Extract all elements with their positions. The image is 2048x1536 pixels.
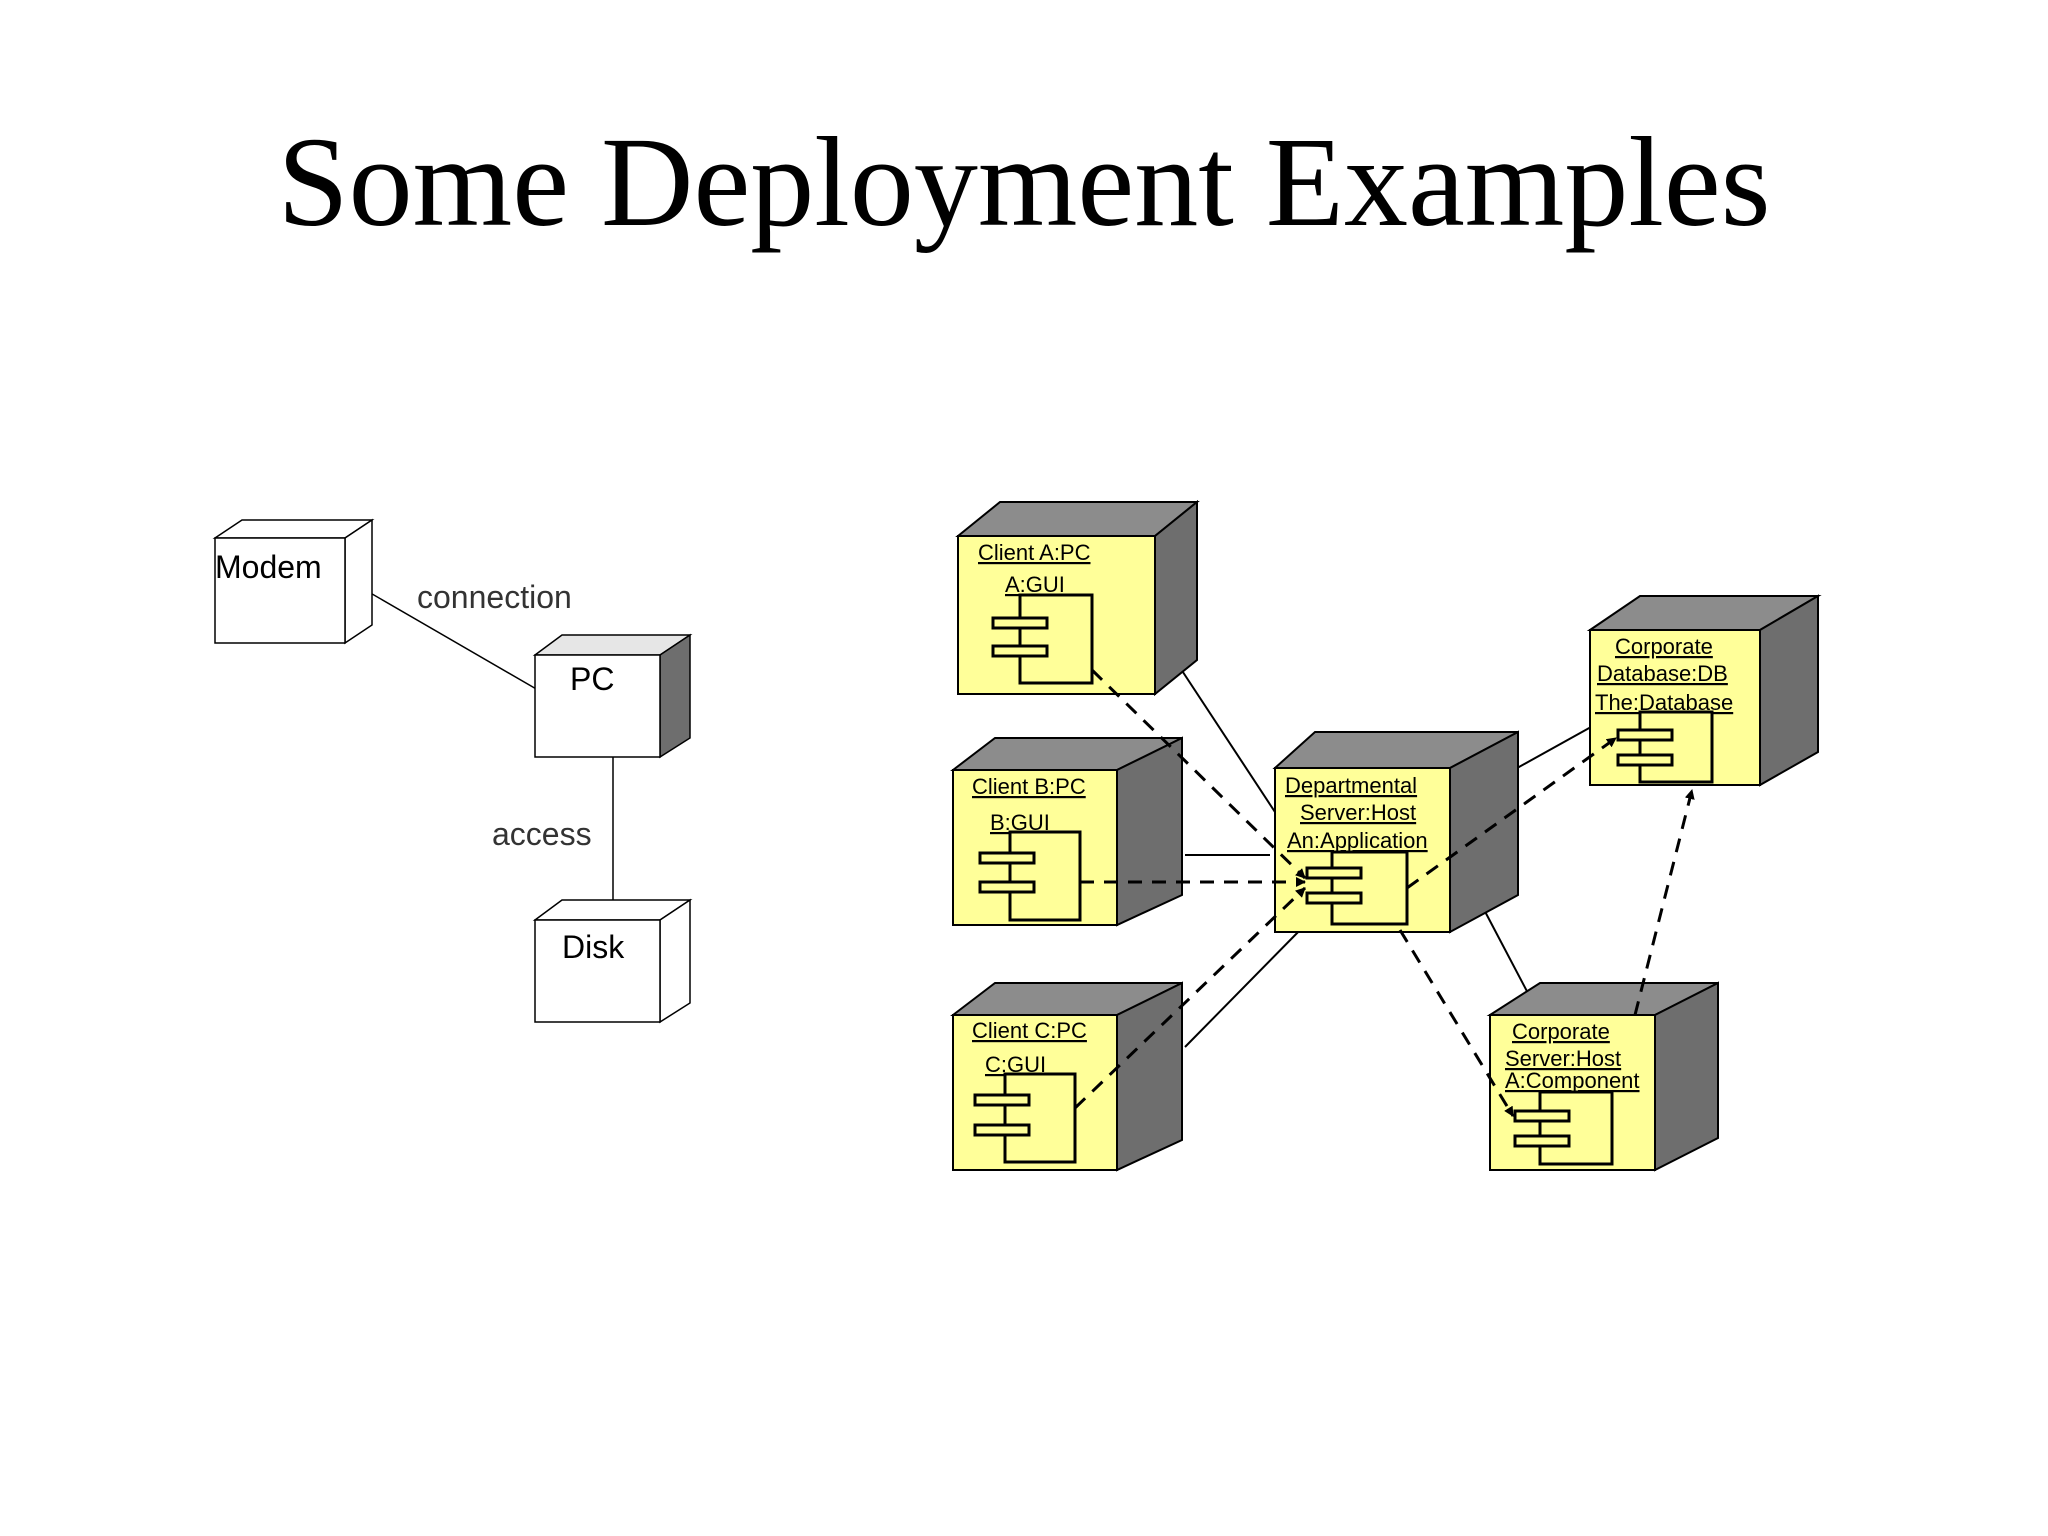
component-b-gui [978, 830, 1082, 922]
detailed-deployment-diagram: Client A:PC A:GUI Client B:PC B:GUI [950, 499, 1822, 1172]
edge-label-access: access [492, 816, 592, 852]
component-a-gui [991, 593, 1094, 685]
node-dept-server-label-2: Server:Host [1300, 800, 1416, 825]
dep-application-to-component [1398, 929, 1515, 1117]
node-dept-server-label-1: Departmental [1285, 773, 1417, 798]
node-client-a-label: Client A:PC [978, 540, 1091, 565]
page-title: Some Deployment Examples [277, 111, 1771, 253]
component-component-label: A:Component [1505, 1068, 1640, 1093]
node-client-a: Client A:PC A:GUI [955, 499, 1200, 697]
node-corp-db-label-1: Corporate [1615, 634, 1713, 659]
dep-c-gui-to-application [1073, 886, 1307, 1110]
component-application-label: An:Application [1287, 828, 1428, 853]
component-c-gui [973, 1072, 1077, 1164]
dep-component-to-database [1633, 789, 1695, 1016]
node-corporate-database: Corporate Database:DB The:Database [1586, 594, 1822, 787]
node-client-c-label: Client C:PC [972, 1018, 1087, 1043]
node-corp-server-label-2: Server:Host [1505, 1046, 1621, 1071]
component-database [1616, 710, 1714, 784]
dependency-arrows [1073, 668, 1695, 1117]
component-application [1305, 850, 1409, 926]
node-modem-label: Modem [215, 549, 322, 585]
dep-application-to-database [1406, 736, 1617, 890]
node-departmental-server: Departmental Server:Host An:Application [1272, 730, 1519, 934]
node-corp-db-label-2: Database:DB [1597, 661, 1728, 686]
node-pc-label: PC [570, 661, 614, 697]
node-corporate-server: Corporate Server:Host A:Component [1486, 981, 1719, 1172]
node-disk: Disk [532, 898, 693, 1024]
node-disk-label: Disk [562, 929, 625, 965]
edge-label-connection: connection [417, 579, 572, 615]
edge-modem-pc [347, 579, 539, 691]
simple-deployment-diagram: Modem PC Disk connection access [212, 518, 693, 1024]
node-client-c: Client C:PC C:GUI [950, 981, 1183, 1172]
dep-a-gui-to-application [1090, 668, 1307, 880]
node-modem: Modem [212, 518, 375, 645]
node-corp-server-label-1: Corporate [1512, 1019, 1610, 1044]
node-client-b: Client B:PC B:GUI [950, 736, 1183, 927]
node-client-b-label: Client B:PC [972, 774, 1086, 799]
node-pc: PC [532, 633, 693, 759]
component-a-gui-label: A:GUI [1005, 572, 1065, 597]
component-a-component [1513, 1090, 1614, 1166]
